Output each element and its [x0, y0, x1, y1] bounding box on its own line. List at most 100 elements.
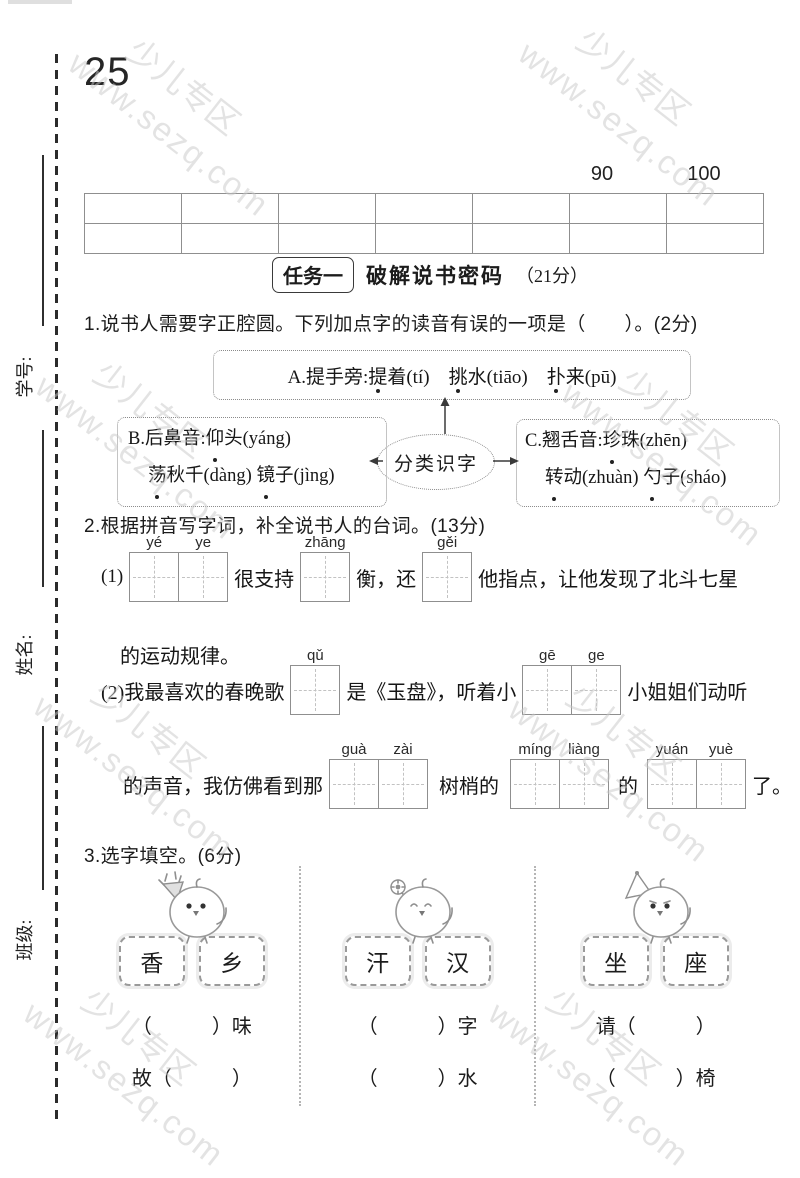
task-score: （21分）: [516, 266, 588, 286]
score-mark-90: 90: [590, 163, 614, 185]
score-cell[interactable]: [569, 193, 667, 224]
option-b-text: B.后鼻音:: [128, 429, 206, 449]
sentence-text: 是《玉盘》，听着小: [346, 681, 517, 704]
option-c-box: C.翘舌音:珍珠(zhēn) 转动(zhuàn) 勺子(sháo): [516, 419, 780, 507]
option-b-text: 子(jìng): [274, 466, 335, 486]
blank-list: 请（ ） （ ）椅: [596, 1012, 716, 1094]
pinyin-label: ye: [195, 534, 212, 551]
writing-box: yé ye: [129, 534, 229, 602]
score-cell[interactable]: [278, 193, 376, 224]
scan-artifact: [8, 0, 72, 4]
writing-cell[interactable]: liàng: [559, 741, 609, 809]
writing-cell[interactable]: zài: [378, 741, 428, 809]
writing-cell[interactable]: gěi: [422, 534, 473, 602]
score-cell[interactable]: [84, 223, 182, 254]
dotted-char: 珍: [603, 423, 621, 464]
score-cell[interactable]: [181, 223, 279, 254]
score-cell[interactable]: [666, 193, 764, 224]
item-number: (1): [101, 566, 124, 587]
writing-cell[interactable]: guà: [329, 741, 379, 809]
diagram-arrows: [369, 397, 519, 465]
sentence-text: 小姐姐们动听: [627, 681, 748, 704]
option-c-text: 动(zhuàn): [563, 468, 644, 488]
class-blank-line[interactable]: [42, 726, 44, 890]
option-c-text: 子(sháo): [661, 468, 727, 488]
name-blank-line[interactable]: [42, 430, 44, 587]
fill-blank[interactable]: （ ）水: [357, 1068, 478, 1090]
score-cell[interactable]: [181, 193, 279, 224]
q1-stem-text: 1.说书人需要字正腔圆。下列加点字的读音有误的一项是: [84, 314, 567, 335]
q3-group-1: 香 乡 （ ）味 故（ ）: [85, 866, 299, 1106]
name-label: 姓名:: [15, 634, 35, 676]
option-a-text: 着(tí): [387, 366, 449, 388]
score-cell[interactable]: [278, 223, 376, 254]
writing-box: zhāng: [300, 534, 351, 602]
score-cell[interactable]: [375, 193, 473, 224]
option-a-box: A.提手旁:提着(tí) 挑水(tiāo) 扑来(pū): [213, 350, 691, 400]
score-cell[interactable]: [569, 223, 667, 254]
option-a-text: 来(pū): [565, 366, 617, 388]
char-option[interactable]: 乡: [198, 936, 265, 986]
option-b-line2: 荡秋千(dàng) 镜子(jìng): [128, 458, 380, 499]
pinyin-label: yuè: [708, 741, 734, 758]
q2-item2-row: (2)我最喜欢的春晚歌 qǔ 是《玉盘》，听着小 gē ge 小姐姐们动听: [98, 647, 750, 715]
option-c-line2: 转动(zhuàn) 勺子(sháo): [525, 460, 775, 501]
q1-stem-score: 。(2分): [634, 314, 698, 335]
sentence-text: (2)我最喜欢的春晚歌: [101, 681, 285, 704]
student-id-blank-line[interactable]: [42, 155, 44, 326]
option-a-text: 水(tiāo): [467, 366, 547, 388]
fill-blank[interactable]: 故（ ）: [131, 1068, 252, 1090]
fill-blank[interactable]: （ ）味: [131, 1016, 252, 1038]
sentence-text: 衡，还: [356, 568, 417, 591]
writing-cell[interactable]: gē: [522, 647, 573, 715]
writing-cell[interactable]: ye: [178, 534, 229, 602]
q2-stem: 2.根据拼音写字词，补全说书人的台词。(13分): [84, 516, 486, 537]
q1-answer-blank[interactable]: （ ）: [566, 314, 635, 335]
class-label: 班级:: [15, 919, 35, 961]
score-cell[interactable]: [472, 223, 570, 254]
task-badge: 任务一: [272, 257, 354, 293]
bird-party-horn-icon: [158, 871, 227, 944]
score-cell[interactable]: [375, 223, 473, 254]
pinyin-label: gěi: [437, 534, 458, 551]
arrow-up-icon: [440, 397, 450, 406]
pinyin-label: qǔ: [306, 647, 324, 664]
q3-groups: 香 乡 （ ）味 故（ ） 汗 汉 （ ）字 （ ）水: [85, 866, 775, 1106]
fill-blank[interactable]: （ ）字: [357, 1016, 478, 1038]
option-b-text: 头(yáng): [224, 429, 291, 449]
writing-box: gē ge: [522, 647, 622, 715]
char-option[interactable]: 座: [662, 936, 729, 986]
char-option[interactable]: 香: [118, 936, 185, 986]
char-choice-row: 汗 汉: [344, 936, 491, 986]
pinyin-label: zài: [393, 741, 413, 758]
arrow-right-icon: [510, 457, 519, 465]
dotted-char: 仰: [206, 421, 224, 462]
writing-cell[interactable]: zhāng: [300, 534, 351, 602]
writing-box: guà zài: [329, 741, 428, 809]
score-cell[interactable]: [84, 193, 182, 224]
score-cell[interactable]: [666, 223, 764, 254]
writing-cell[interactable]: yuè: [696, 741, 746, 809]
char-option[interactable]: 汉: [424, 936, 491, 986]
pinyin-label: guà: [341, 741, 367, 758]
arrow-left-icon: [369, 457, 378, 465]
char-option[interactable]: 汗: [344, 936, 411, 986]
char-choice-row: 香 乡: [118, 936, 265, 986]
score-cell[interactable]: [472, 193, 570, 224]
writing-box: yuán yuè: [647, 741, 746, 809]
char-option[interactable]: 坐: [582, 936, 649, 986]
sentence-text: 的: [618, 775, 638, 798]
option-b-text: 秋千(dàng): [166, 466, 257, 486]
option-b-box: B.后鼻音:仰头(yáng) 荡秋千(dàng) 镜子(jìng): [117, 417, 387, 507]
score-table: [84, 193, 764, 254]
writing-cell[interactable]: míng: [510, 741, 560, 809]
fill-blank[interactable]: （ ）椅: [595, 1068, 716, 1090]
blank-list: （ ）味 故（ ）: [132, 1012, 252, 1094]
writing-cell[interactable]: ge: [571, 647, 622, 715]
writing-cell[interactable]: yé: [129, 534, 180, 602]
pinyin-label: yuán: [655, 741, 689, 758]
writing-cell[interactable]: yuán: [647, 741, 697, 809]
writing-cell[interactable]: qǔ: [290, 647, 341, 715]
fill-blank[interactable]: 请（ ）: [595, 1016, 716, 1038]
